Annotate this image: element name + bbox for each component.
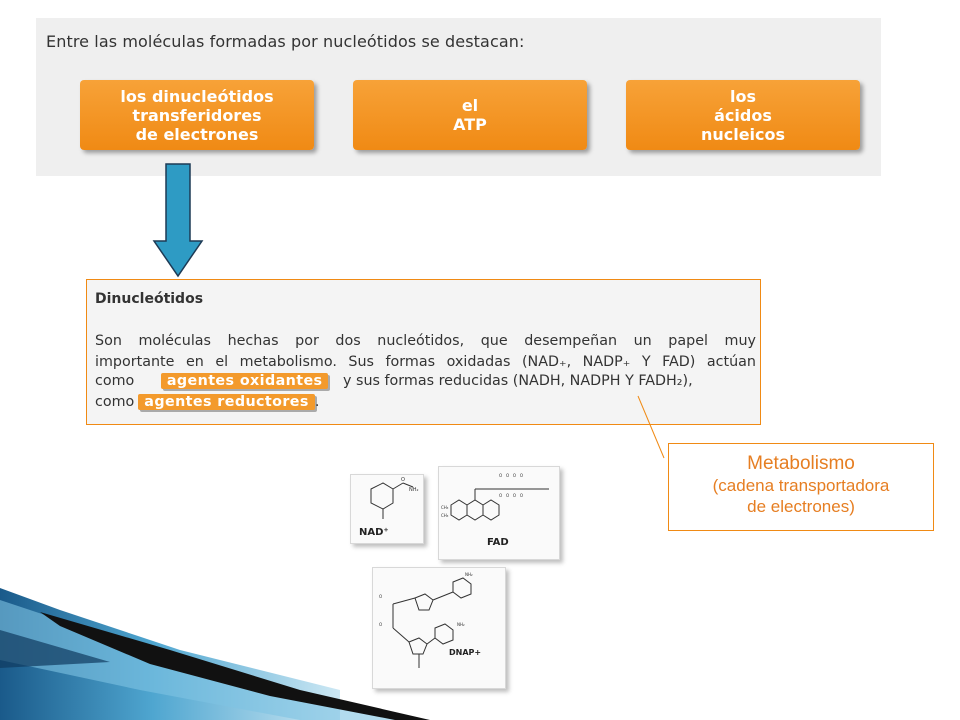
dinucleotidos-info-box: Dinucleótidos Son moléculas hechas por d…: [86, 279, 761, 425]
callout-subtitle: (cadena transportadora: [712, 476, 890, 495]
fad-label: FAD: [487, 537, 509, 548]
svg-text:O: O: [379, 622, 382, 627]
metabolismo-callout: Metabolismo (cadena transportadora de el…: [668, 443, 934, 531]
box-acidos-nucleicos[interactable]: los ácidos nucleicos: [626, 80, 860, 150]
svg-text:CH₃: CH₃: [441, 505, 449, 510]
top-panel: Entre las moléculas formadas por nucleót…: [36, 18, 881, 176]
box-line: los: [730, 86, 756, 106]
info-line-2: importante en el metabolismo. Sus formas…: [95, 354, 756, 370]
svg-text:NH₂: NH₂: [409, 487, 419, 493]
info-text: y sus formas reducidas (NADH, NADPH Y FA…: [343, 373, 693, 389]
svg-text:O: O: [401, 477, 405, 483]
dnap-structure-image: O O NH₂ NH₂ DNAP+: [372, 567, 506, 689]
svg-text:NH₂: NH₂: [465, 572, 473, 577]
box-line: nucleicos: [700, 124, 786, 144]
box-line: transferidores: [132, 105, 262, 125]
info-line-1: Son moléculas hechas por dos nucleótidos…: [95, 333, 756, 349]
box-atp[interactable]: el ATP: [353, 80, 587, 150]
info-line-3: como agentes oxidantes y sus formas redu…: [95, 373, 693, 389]
svg-text:O: O: [379, 594, 382, 599]
box-line: el: [461, 96, 479, 115]
callout-title: Metabolismo: [747, 453, 855, 474]
fad-structure-image: O O O O O O O O CH₃ CH₃ FAD: [438, 466, 560, 560]
nad-label: NAD⁺: [359, 527, 389, 538]
info-text: como: [95, 394, 135, 410]
box-dinucleotidos[interactable]: los dinucleótidos transferidores de elec…: [80, 80, 314, 150]
highlight-agentes-oxidantes: agentes oxidantes: [160, 373, 329, 389]
box-line: de electrones: [135, 124, 259, 144]
fad-molecule-icon: O O O O O O O O CH₃ CH₃: [441, 473, 549, 521]
info-text: como: [95, 373, 135, 389]
svg-text:O O O O: O O O O: [499, 493, 523, 498]
panel-title: Entre las moléculas formadas por nucleót…: [46, 32, 525, 51]
dnap-label: DNAP+: [449, 648, 482, 657]
box-line: ácidos: [714, 105, 772, 125]
svg-text:O O O O: O O O O: [499, 473, 523, 478]
info-heading: Dinucleótidos: [95, 291, 204, 307]
nad-molecule-icon: O NH₂: [370, 477, 419, 519]
callout-subtitle: de electrones): [747, 497, 855, 516]
box-line: los dinucleótidos: [120, 86, 274, 106]
info-text: .: [314, 394, 320, 410]
down-arrow-icon: [152, 163, 204, 278]
dnap-molecule-icon: O O NH₂ NH₂: [379, 572, 473, 668]
highlight-agentes-reductores: agentes reductores: [138, 394, 315, 410]
box-line: ATP: [453, 115, 487, 134]
svg-text:NH₂: NH₂: [457, 622, 465, 627]
nad-structure-image: O NH₂ NAD⁺: [350, 474, 424, 544]
svg-text:CH₃: CH₃: [441, 513, 449, 518]
